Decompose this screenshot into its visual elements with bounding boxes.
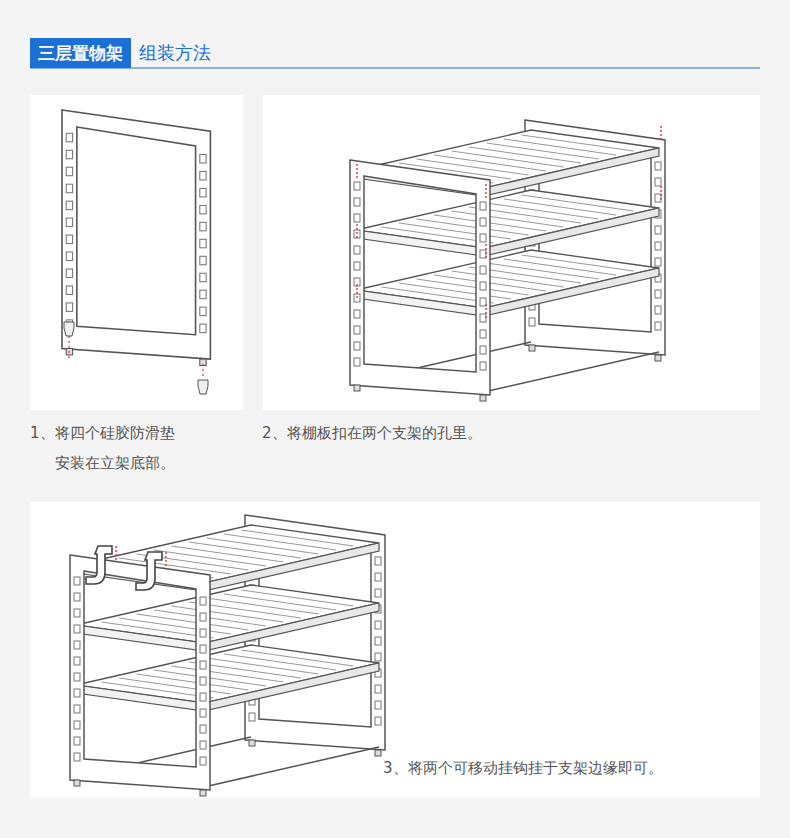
- frame-figure: [62, 110, 210, 394]
- step-panel: [263, 95, 760, 410]
- subtitle-text: 组装方法: [139, 38, 211, 68]
- step-panel: [30, 502, 760, 798]
- step-caption: 1、将四个硅胶防滑垫 安装在立架底部。: [30, 418, 215, 478]
- step-panel: [30, 95, 243, 410]
- hook-figure: [70, 515, 385, 796]
- heading-rule: [30, 68, 760, 69]
- title-text: 三层置物架: [30, 38, 131, 68]
- shelf-assembly-figure: [350, 120, 665, 401]
- step-caption: 3、将两个可移动挂钩挂于支架边缘即可。: [383, 753, 753, 783]
- title-box: 三层置物架组装方法: [30, 38, 131, 68]
- step-caption: 2、将棚板扣在两个支架的孔里。: [262, 418, 742, 448]
